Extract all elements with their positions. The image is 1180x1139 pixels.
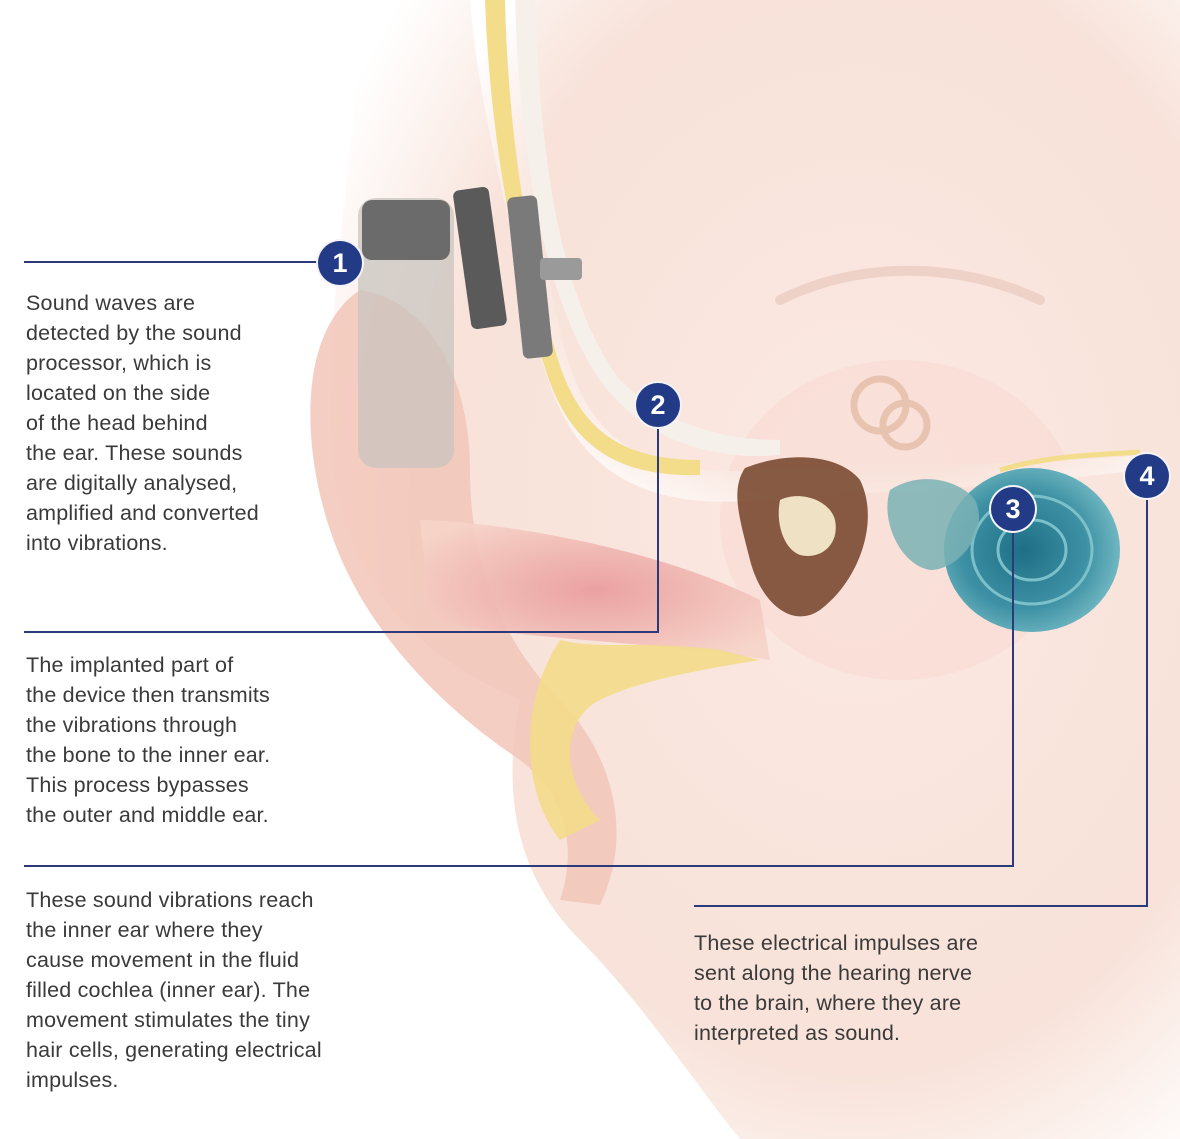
step-1-description: Sound waves are detected by the sound pr… <box>26 288 356 558</box>
step-3-description: These sound vibrations reach the inner e… <box>26 885 426 1095</box>
step-4-description: These electrical impulses are sent along… <box>694 928 1094 1048</box>
implant-screw <box>540 258 582 280</box>
cochlea <box>944 468 1120 632</box>
step-4-badge: 4 <box>1125 454 1169 498</box>
processor-top <box>362 200 450 260</box>
step-3-badge: 3 <box>991 487 1035 531</box>
step-2-badge: 2 <box>636 383 680 427</box>
step-2-description: The implanted part of the device then tr… <box>26 650 366 830</box>
step-1-badge: 1 <box>318 241 362 285</box>
